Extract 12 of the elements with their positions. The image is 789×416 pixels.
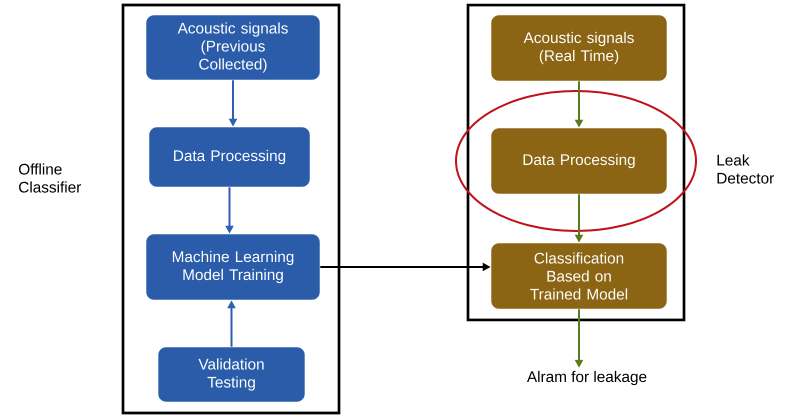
process-box: Data Processing <box>148 126 310 188</box>
group-label: Offline Classifier <box>19 163 82 193</box>
process-box: Validation Testing <box>158 346 306 402</box>
process-box: Acoustic signals (Real Time) <box>490 14 668 82</box>
group-frame <box>466 4 686 322</box>
group-label: Leak Detector <box>718 154 774 184</box>
output-text: Alram for leakage <box>526 370 646 386</box>
process-box: Machine Learning Model Training <box>146 234 320 300</box>
group-frame <box>122 4 340 414</box>
process-box: Data Processing <box>490 128 668 194</box>
process-box: Acoustic signals (Previous Collected) <box>146 14 320 80</box>
process-box: Classification Based on Trained Model <box>490 242 668 310</box>
